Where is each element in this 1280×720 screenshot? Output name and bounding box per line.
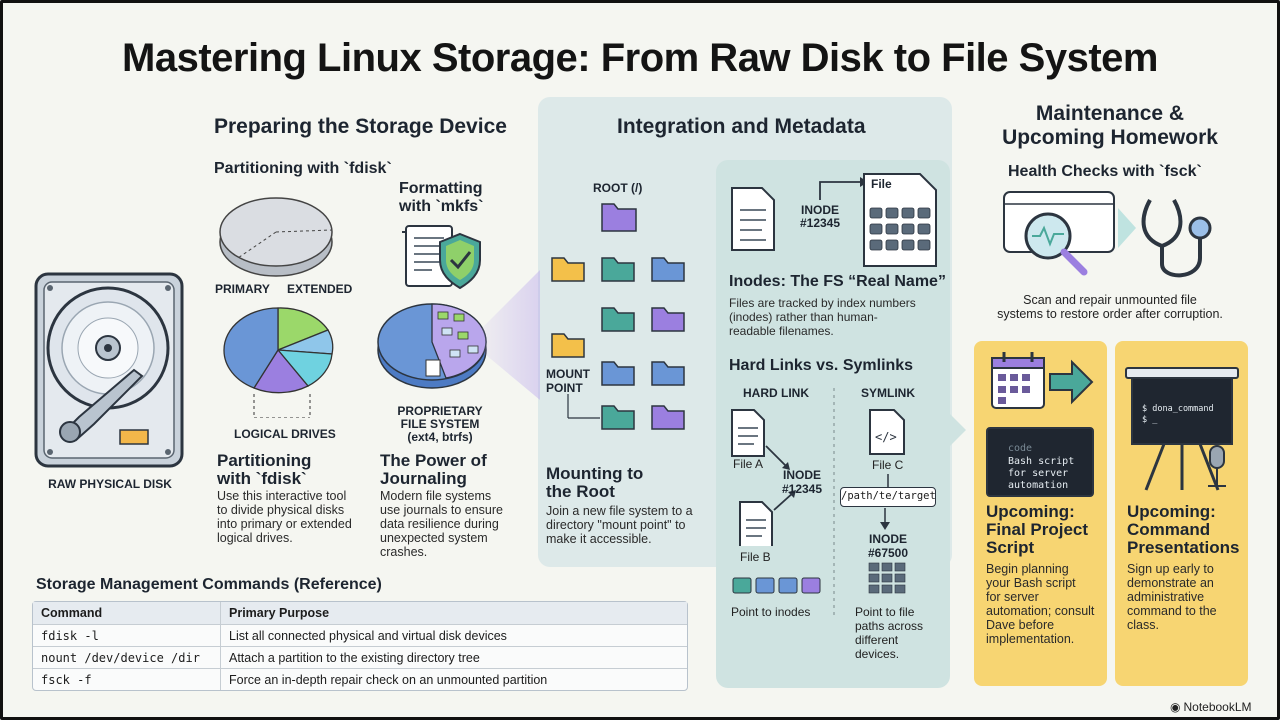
fsck-heading: Health Checks with `fsck` [1008, 163, 1202, 180]
integration-funnel [480, 270, 540, 400]
extended-label: EXTENDED [287, 282, 353, 296]
root-label: ROOT (/) [593, 181, 643, 195]
mounting-body: Join a new file system to a directory "m… [546, 504, 693, 546]
table-row: fdisk -l List all connected physical and… [33, 624, 687, 646]
journal-shield-icon [402, 225, 481, 290]
section-heading-preparing: Preparing the Storage Device [214, 115, 507, 138]
symlink-path: /path/te/target [840, 487, 936, 507]
table-cell-purpose: List all connected physical and virtual … [229, 628, 507, 643]
inodes-body: Files are tracked by index numbers (inod… [729, 296, 916, 338]
code-window-label: code [1008, 443, 1033, 454]
presentations-body: Sign up early to demonstrate an administ… [1127, 562, 1217, 632]
inodes-title: Inodes: The FS “Real Name” [729, 273, 946, 290]
symlink-caption: Point to file paths across different dev… [855, 605, 924, 661]
arrow-down-icon [880, 508, 890, 530]
table-cell-command: fdisk -l [33, 625, 221, 646]
hard-link-diagram [731, 409, 796, 546]
presentation-easel-icon [1125, 367, 1239, 491]
inode-blocks-icon [732, 577, 821, 594]
table-cell-purpose: Force an in-depth repair check on an unm… [229, 672, 548, 687]
journaling-card-body: Modern file systems use journals to ensu… [380, 489, 503, 559]
svg-text:</>: </> [875, 430, 897, 444]
journaling-card-title: The Power of Journaling [380, 451, 487, 488]
partitioning-card-body: Use this interactive tool to divide phys… [217, 489, 352, 545]
raw-disk-label: RAW PHYSICAL DISK [48, 477, 172, 491]
links-divider [833, 388, 835, 618]
notebooklm-logo-icon: ◉ [1170, 700, 1181, 714]
sym-inode-label: INODE #67500 [867, 532, 909, 560]
section-heading-integration: Integration and Metadata [617, 115, 866, 138]
mount-point-label: MOUNT POINT [546, 367, 590, 395]
table-header-purpose: Primary Purpose [229, 606, 330, 620]
inode-diagram-icon [731, 173, 937, 267]
table-cell-command: nount /dev/device /dir [33, 647, 221, 668]
file-label: File [871, 177, 892, 191]
file-a-label: File A [733, 457, 764, 471]
code-window-text: Bash script for server automation [1008, 456, 1075, 491]
symlink-label: SYMLINK [861, 386, 915, 400]
page-title: Mastering Linux Storage: From Raw Disk t… [122, 36, 1158, 80]
partitioned-pie-icon [223, 307, 334, 418]
file-c-label: File C [872, 458, 904, 472]
table-header-row: Command Primary Purpose [33, 602, 687, 624]
fsck-body: Scan and repair unmounted file systems t… [997, 293, 1223, 321]
calendar-arrow-icon [991, 352, 1094, 409]
table-row: nount /dev/device /dir Attach a partitio… [33, 646, 687, 668]
code-file-icon: </> [869, 409, 905, 455]
final-project-body: Begin planning your Bash script for serv… [986, 562, 1095, 646]
proprietary-fs-label: PROPRIETARY FILE SYSTEM (ext4, btrfs) [397, 404, 483, 444]
hard-disk-icon [34, 272, 184, 468]
terminal-text: $ dona_command $ _ [1142, 404, 1214, 425]
file-b-label: File B [740, 550, 771, 564]
final-project-title: Upcoming: Final Project Script [986, 502, 1089, 557]
commands-table: Command Primary Purpose fdisk -l List al… [32, 601, 688, 691]
inode-label: INODE #12345 [799, 203, 841, 230]
mounting-title: Mounting to the Root [546, 464, 644, 501]
brand-watermark: ◉ NotebookLM [1170, 700, 1252, 714]
brand-name: NotebookLM [1183, 700, 1252, 714]
links-title: Hard Links vs. Symlinks [729, 357, 914, 374]
formatting-heading: Formatting with `mkfs` [399, 180, 484, 215]
inode-grid-icon [868, 562, 906, 594]
folder-icon [601, 203, 637, 232]
panel-pointer [948, 412, 966, 448]
logical-drives-label: LOGICAL DRIVES [234, 427, 336, 441]
health-check-icon [1003, 191, 1212, 278]
partitioning-card-title: Partitioning with `fdisk` [217, 451, 312, 488]
hard-link-caption: Point to inodes [731, 605, 811, 619]
table-cell-purpose: Attach a partition to the existing direc… [229, 650, 480, 665]
hard-link-label: HARD LINK [743, 386, 809, 400]
directory-tree-icon [551, 203, 685, 430]
primary-label: PRIMARY [215, 282, 270, 296]
presentations-title: Upcoming: Command Presentations [1127, 502, 1240, 557]
section-heading-maintenance: Maintenance & Upcoming Homework [1002, 102, 1218, 149]
code-window: code Bash script for server automation [986, 427, 1094, 497]
commands-table-heading: Storage Management Commands (Reference) [36, 576, 382, 593]
table-cell-command: fsck -f [33, 669, 221, 690]
hard-inode-label: INODE #12345 [781, 468, 823, 496]
partitioning-heading: Partitioning with `fdisk` [214, 160, 392, 177]
table-header-command: Command [33, 602, 221, 624]
table-row: fsck -f Force an in-depth repair check o… [33, 668, 687, 690]
unpartitioned-disk-icon [219, 197, 333, 277]
